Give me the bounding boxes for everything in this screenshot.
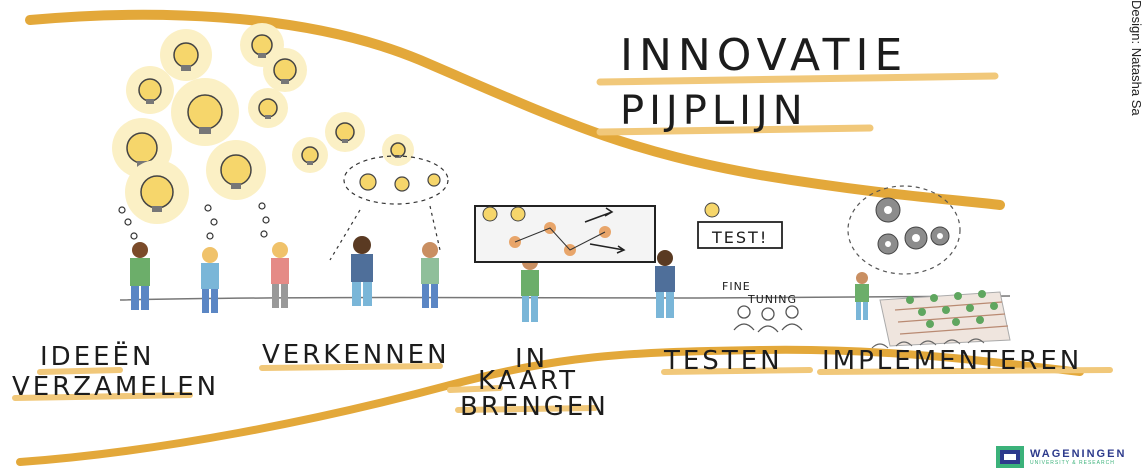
thought-bubbles (118, 202, 270, 240)
mapping-board (474, 205, 656, 263)
person-mapping (521, 254, 539, 322)
wageningen-logo: WAGENINGEN UNIVERSITY & RESEARCH (996, 446, 1126, 468)
stage-label-testing: TESTEN (664, 346, 783, 376)
person-ideas-2 (201, 247, 219, 313)
person-explore-1 (271, 242, 289, 308)
fine-tuning-label-line1: FINE (722, 280, 751, 293)
people (130, 236, 869, 322)
person-explore-3 (421, 242, 439, 308)
person-implementing (855, 272, 869, 320)
title-highlight (596, 72, 999, 86)
stage-label-ideas-line1: IDEEËN (40, 342, 155, 372)
pipeline-bottom-curve (16, 345, 1084, 466)
stage-label-implementing: IMPLEMENTEREN (822, 346, 1083, 376)
logo-name: WAGENINGEN (1030, 448, 1127, 460)
design-credit: Design: Natasha Sa (1129, 0, 1144, 116)
page-subtitle: PIJPLIJN (620, 88, 808, 134)
pipeline-top-curve (25, 9, 1005, 210)
test-audience (733, 305, 803, 333)
stage-label-explore: VERKENNEN (262, 340, 450, 370)
stage-label-ideas-line2: VERZAMELEN (12, 372, 220, 402)
bulb-cluster (112, 23, 414, 224)
stage-label-mapping-line3: BRENGEN (460, 392, 609, 422)
logo-subtitle: UNIVERSITY & RESEARCH (1030, 460, 1115, 466)
stage-label-mapping-line1: IN (515, 344, 549, 374)
fine-tuning-label-line2: TUNING (748, 293, 797, 306)
person-ideas-1 (130, 242, 150, 310)
person-testing (655, 250, 675, 318)
explore-bulb-group (329, 155, 449, 261)
test-sign (697, 202, 783, 249)
ground-line (119, 295, 1011, 301)
field-icon (871, 290, 1011, 349)
wageningen-logo-icon (996, 446, 1024, 468)
gears-icon (847, 185, 961, 275)
page-title: INNOVATIE (620, 30, 909, 81)
subtitle-highlight (596, 124, 874, 136)
stage-label-mapping-line2: KAART (478, 366, 578, 396)
person-explore-2 (351, 236, 373, 306)
stage-highlights (12, 363, 1113, 413)
test-sign-label: TEST! (712, 228, 769, 247)
